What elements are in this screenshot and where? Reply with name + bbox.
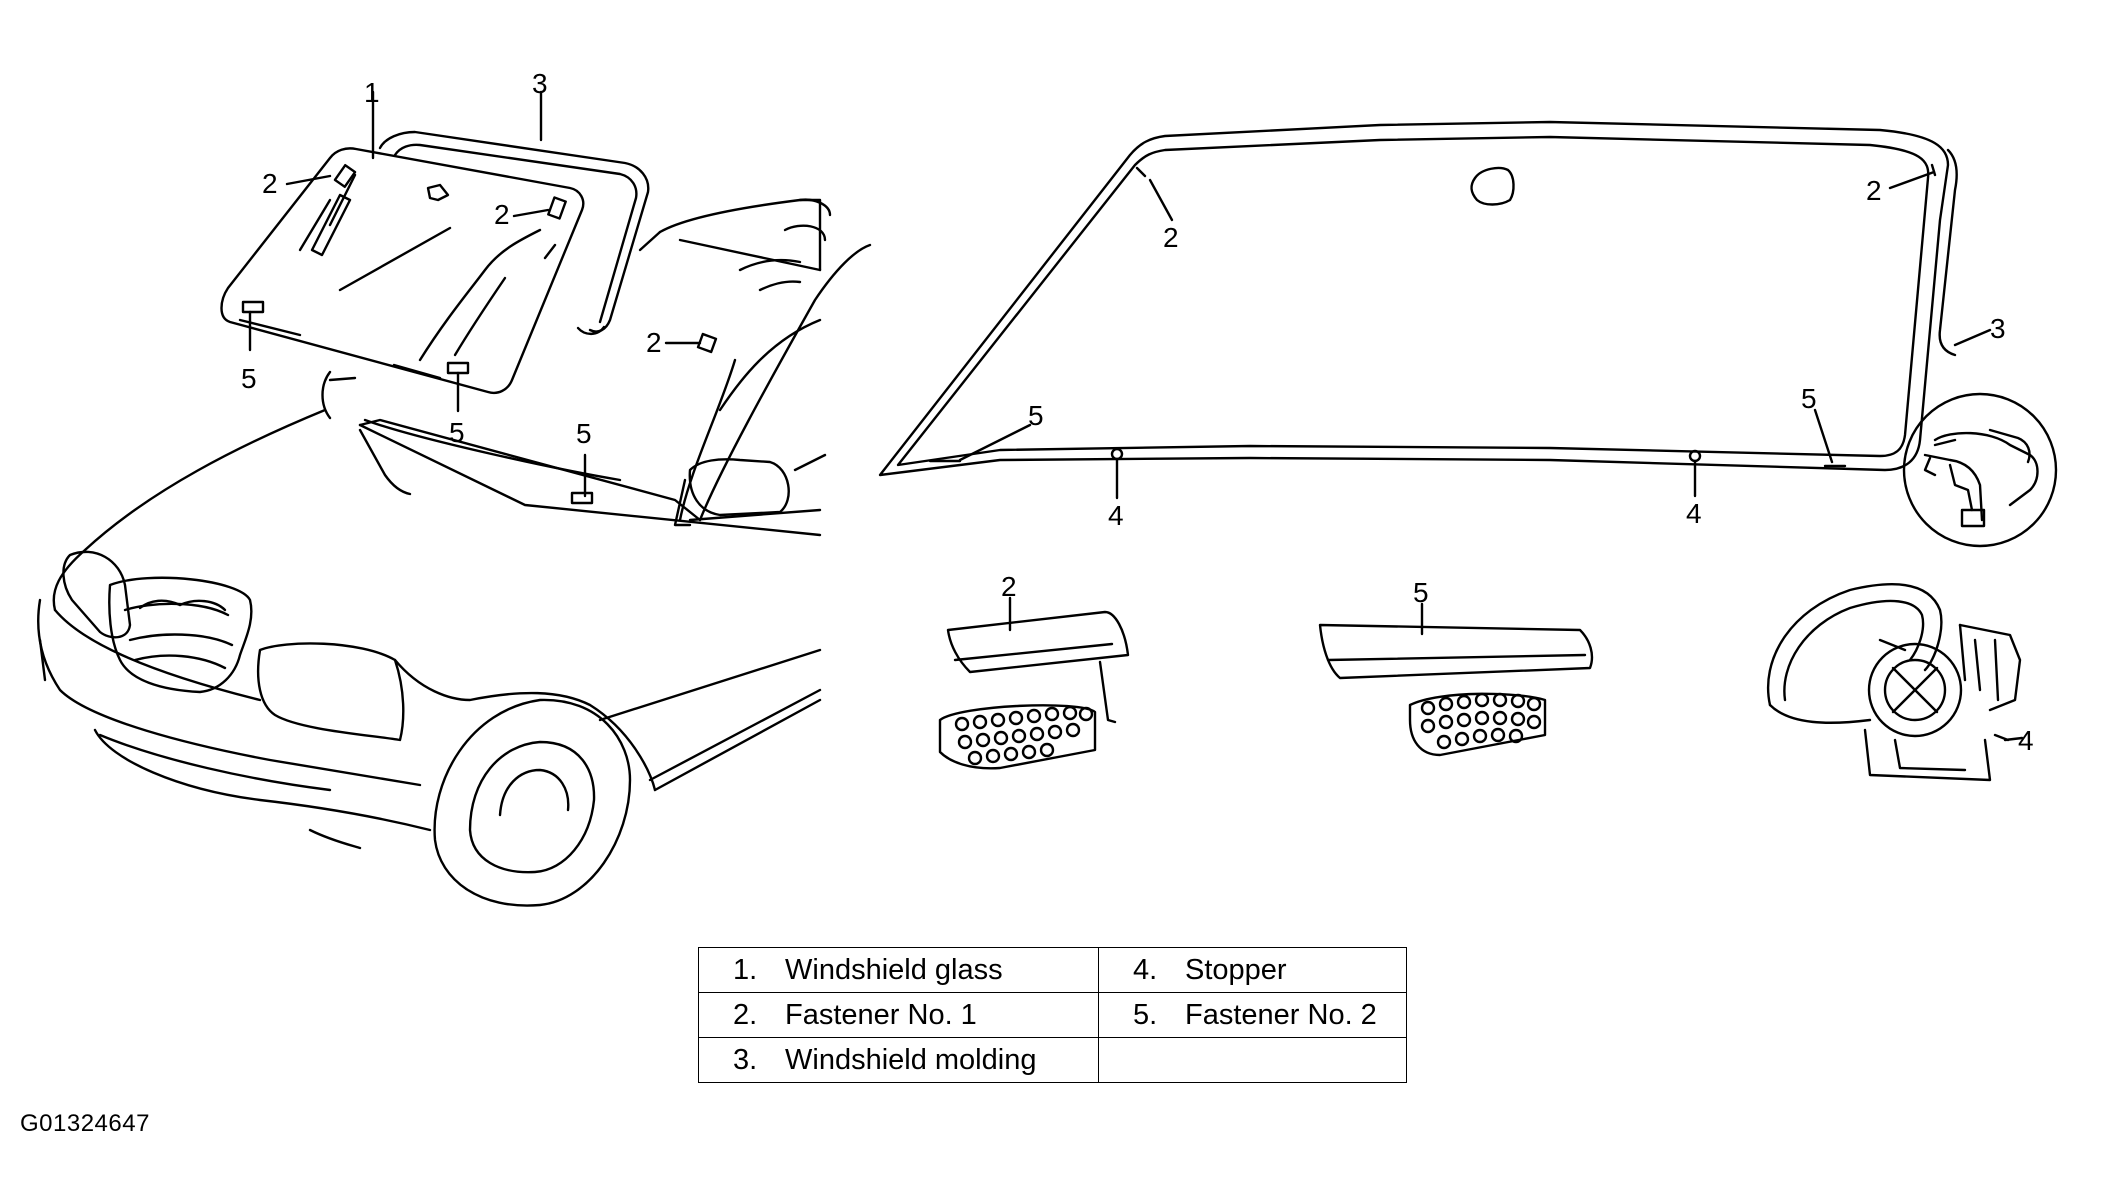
callout-left-2a: 2 (262, 168, 278, 199)
molding-section-detail (1902, 392, 2058, 548)
legend-number: 1. (733, 953, 758, 986)
legend-cell-empty (1098, 1037, 1407, 1083)
parts-leader-lines (1008, 596, 2024, 742)
legend-row: 2. Fastener No. 1 5. Fastener No. 2 (698, 992, 1407, 1038)
right-leader-lines (958, 170, 1992, 500)
left-leader-lines (248, 90, 702, 498)
callout-left-5a: 5 (241, 363, 257, 394)
legend-cell: 2. Fastener No. 1 (698, 992, 1099, 1038)
legend-text: Windshield glass (785, 953, 1003, 986)
callout-glass-5b: 5 (1801, 383, 1817, 414)
legend-text: Fastener No. 2 (1185, 998, 1377, 1031)
callout-part-4: 4 (2018, 725, 2034, 756)
stopper-detail (1766, 583, 2022, 782)
callout-left-2c: 2 (646, 327, 662, 358)
callout-glass-2b: 2 (1866, 175, 1882, 206)
callout-glass-4a: 4 (1108, 500, 1124, 531)
legend-cell: 4. Stopper (1098, 947, 1407, 993)
fastener-no1-detail (938, 610, 1130, 770)
legend-table: 1. Windshield glass 4. Stopper 2. Fastener … (698, 947, 1407, 1083)
legend-number: 4. (1133, 953, 1158, 986)
legend-cell: 5. Fastener No. 2 (1098, 992, 1407, 1038)
callout-left-5b: 5 (449, 417, 465, 448)
callout-glass-4b: 4 (1686, 498, 1702, 529)
legend-cell: 3. Windshield molding (698, 1037, 1099, 1083)
callout-part-2: 2 (1001, 571, 1017, 602)
legend-text: Windshield molding (785, 1043, 1037, 1076)
legend-number: 5. (1133, 998, 1158, 1031)
legend-cell: 1. Windshield glass (698, 947, 1099, 993)
callout-labels: 1 3 2 2 2 5 5 5 2 2 3 5 5 4 4 2 5 4 (241, 68, 2034, 756)
callout-left-1: 1 (364, 77, 380, 108)
callout-glass-3: 3 (1990, 313, 2006, 344)
callout-left-3: 3 (532, 68, 548, 99)
callout-left-2b: 2 (494, 199, 510, 230)
callout-part-5: 5 (1413, 577, 1429, 608)
fastener-no1-teeth (954, 705, 1094, 766)
callout-left-5c: 5 (576, 418, 592, 449)
callout-glass-2a: 2 (1163, 222, 1179, 253)
legend-number: 3. (733, 1043, 758, 1076)
legend-row: 1. Windshield glass 4. Stopper (698, 947, 1407, 993)
fastener-no2-teeth (1420, 692, 1542, 750)
windshield-glass-right (878, 120, 1958, 477)
legend-row: 3. Windshield molding (698, 1037, 1407, 1083)
legend-text: Stopper (1185, 953, 1287, 986)
fastener-no2-detail (1318, 623, 1594, 757)
legend-number: 2. (733, 998, 758, 1031)
windshield-molding-left (378, 130, 650, 336)
legend-text: Fastener No. 1 (785, 998, 977, 1031)
callout-glass-5a: 5 (1028, 400, 1044, 431)
figure-code: G01324647 (20, 1110, 150, 1137)
vehicle-drawing (37, 198, 872, 907)
